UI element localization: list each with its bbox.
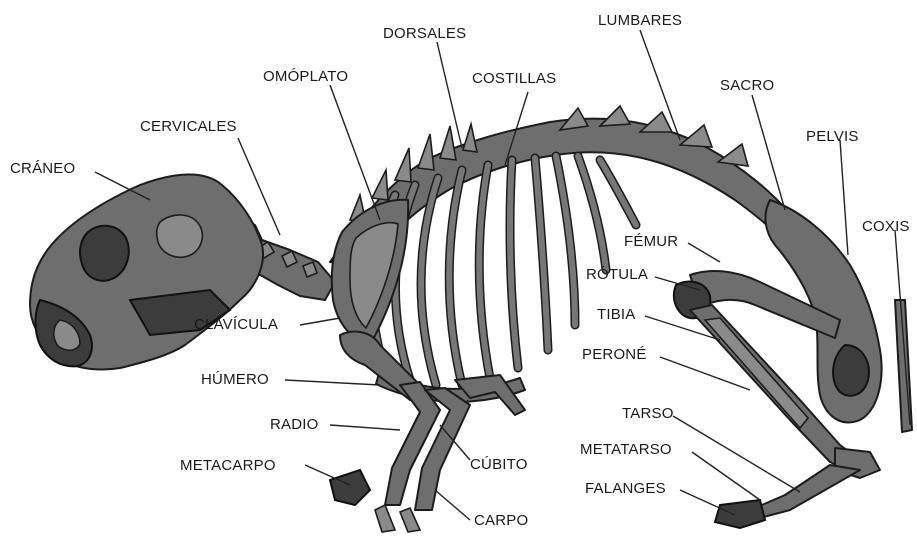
label-costillas: COSTILLAS (472, 70, 556, 87)
label-radio: RADIO (270, 416, 319, 433)
label-dorsales: DORSALES (383, 25, 466, 42)
label-perone: PERONÉ (582, 346, 647, 363)
skull (30, 174, 263, 369)
label-craneo: CRÁNEO (10, 160, 75, 177)
dorsal-vertebrae (330, 106, 840, 280)
label-tibia: TIBIA (597, 306, 636, 323)
label-carpo: CARPO (474, 512, 528, 529)
label-cervicales: CERVICALES (140, 118, 237, 135)
label-pelvis: PELVIS (806, 128, 859, 145)
label-omoplato: OMÓPLATO (263, 68, 348, 85)
label-femur: FÉMUR (624, 233, 678, 250)
label-metatarso: METATARSO (580, 441, 672, 458)
label-rotula: RÓTULA (586, 266, 648, 283)
label-cubito: CÚBITO (470, 456, 528, 473)
label-clavicula: CLAVÍCULA (194, 316, 278, 333)
label-sacro: SACRO (720, 77, 774, 94)
label-metacarpo: METACARPO (180, 457, 276, 474)
label-humero: HÚMERO (201, 371, 269, 388)
label-coxis: COXIS (862, 218, 910, 235)
label-falanges: FALANGES (585, 480, 666, 497)
label-lumbares: LUMBARES (598, 12, 682, 29)
label-tarso: TARSO (622, 405, 674, 422)
